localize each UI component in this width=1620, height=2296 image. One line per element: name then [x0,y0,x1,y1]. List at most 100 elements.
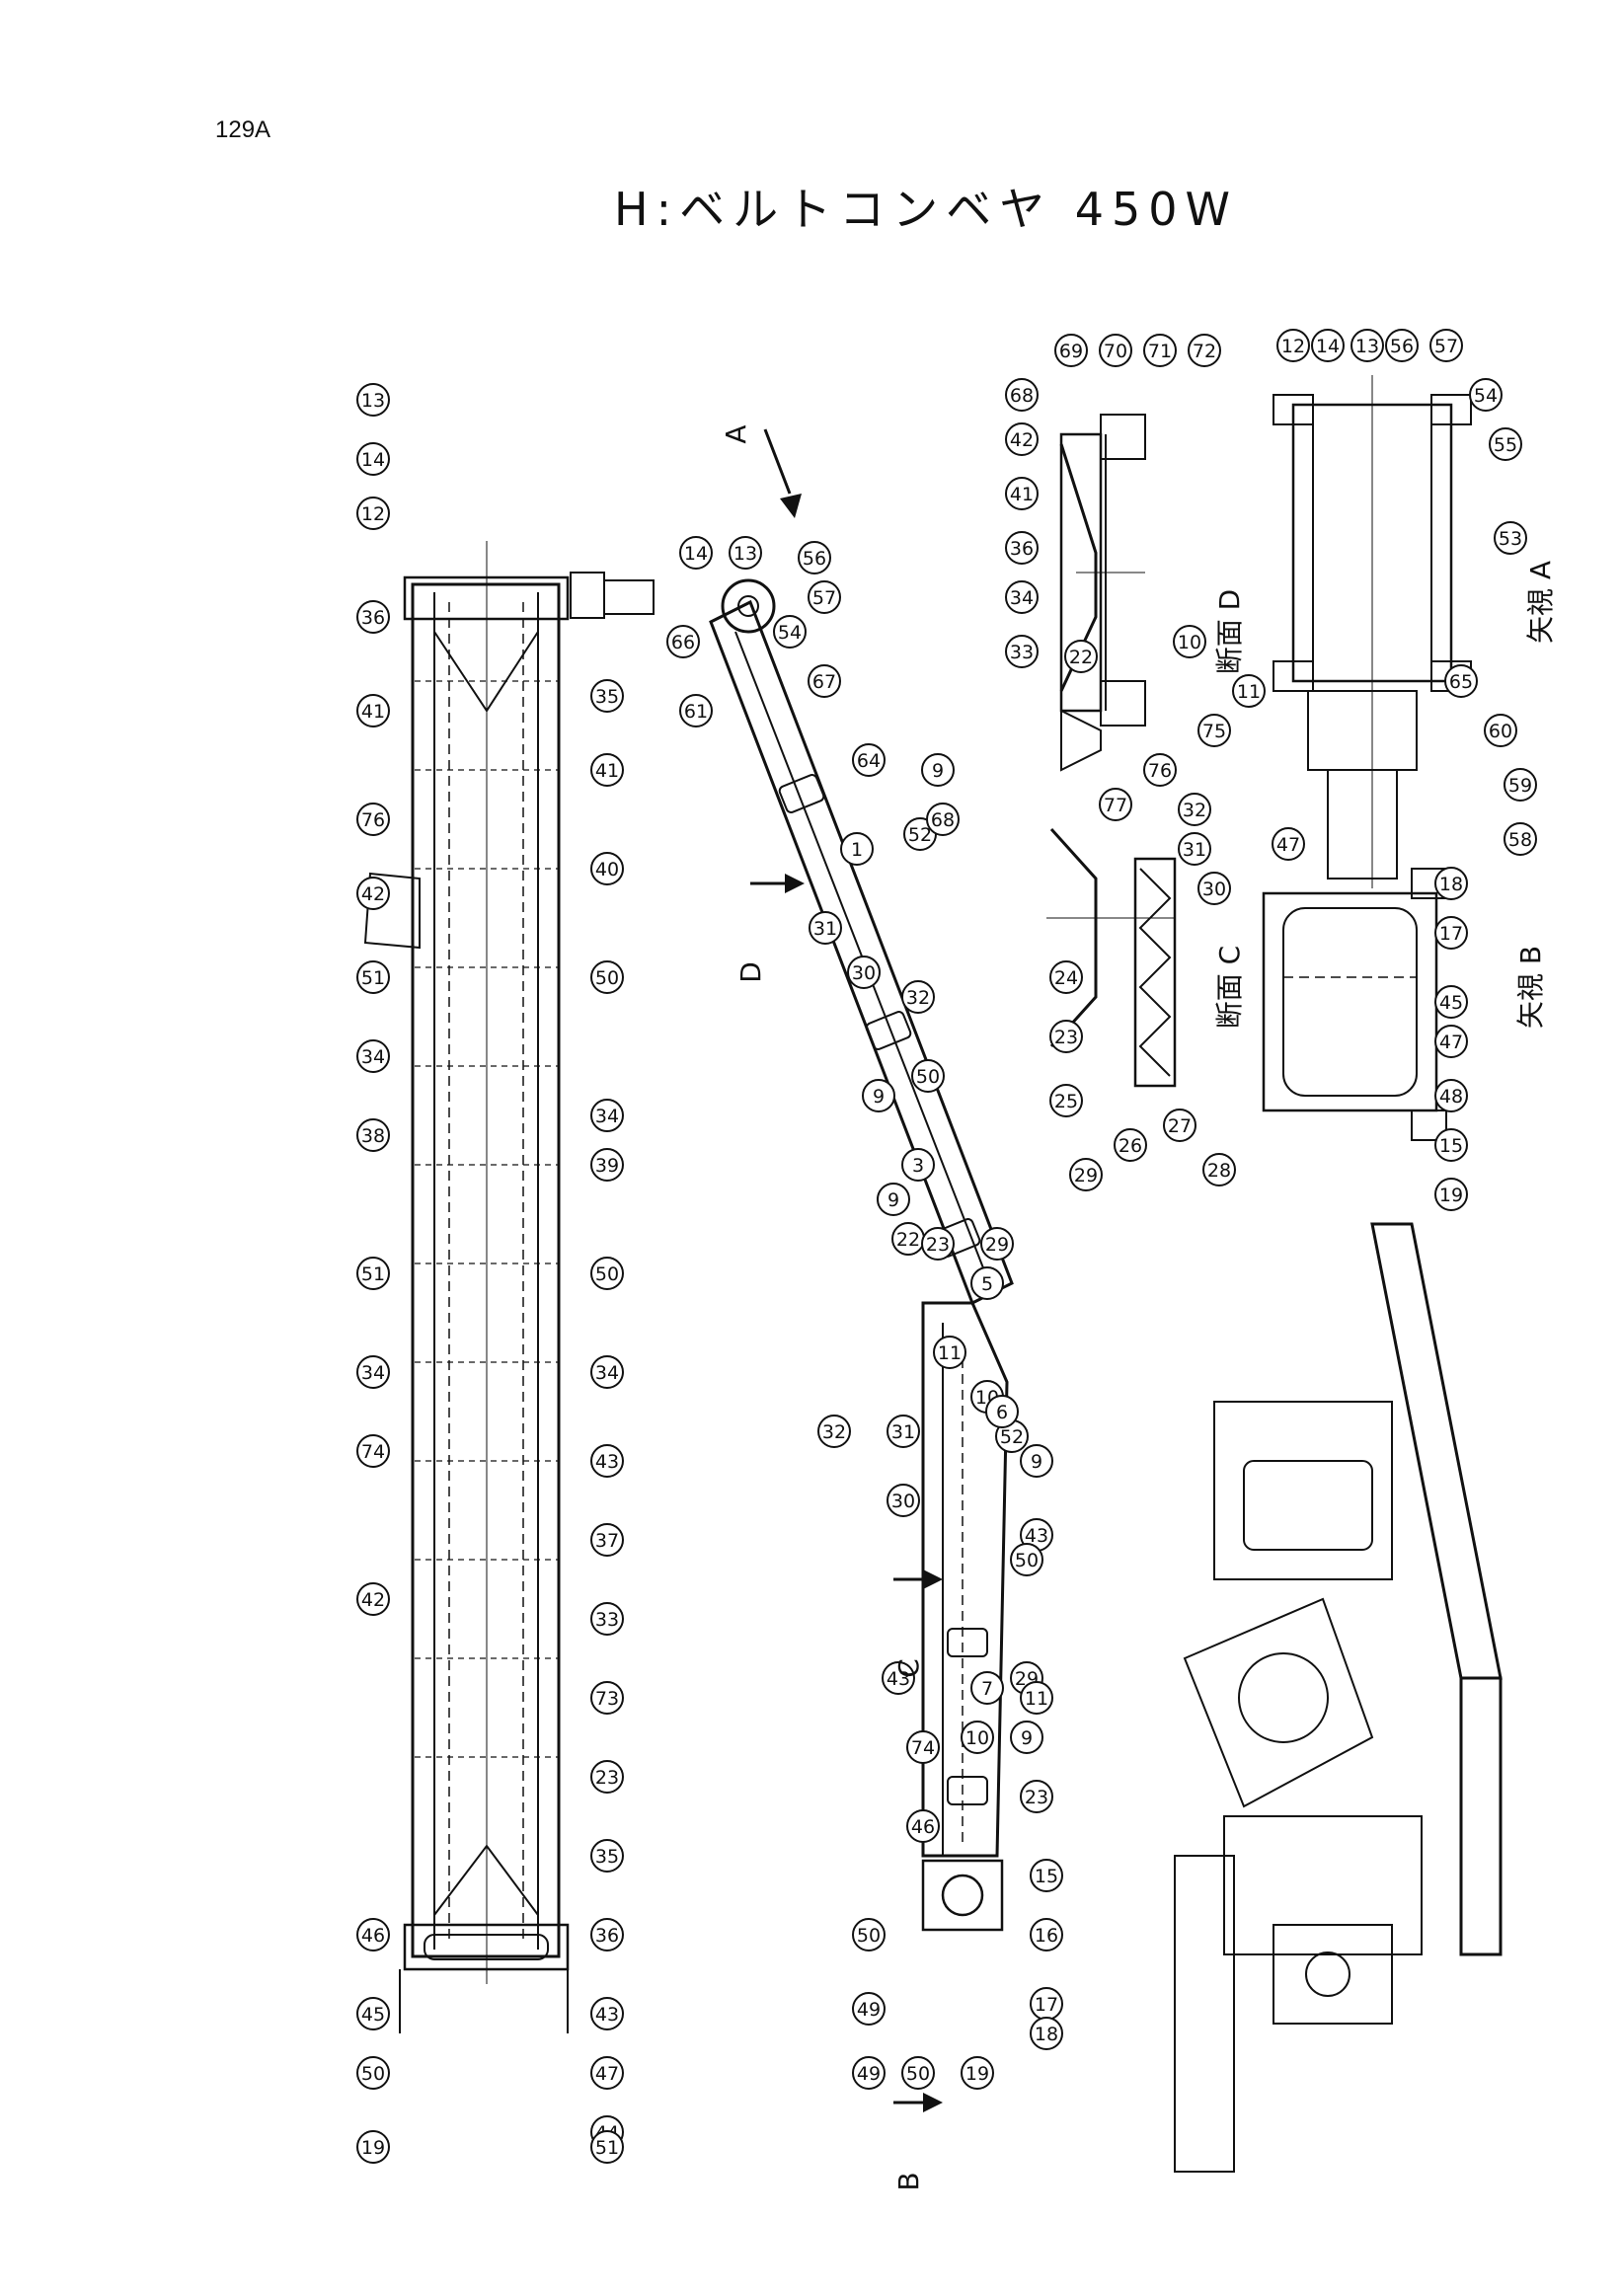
view-label-section-c: 断面 C [1213,946,1246,1029]
callout-number: 31 [891,1421,915,1443]
callout-side_view-15: 32 [901,980,935,1014]
callout-plan_view_right-8: 43 [590,1444,624,1478]
callout-number: 41 [1010,484,1034,505]
callout-number: 19 [361,2137,385,2159]
callout-side_view-18: 3 [901,1148,935,1182]
callout-number: 56 [803,548,826,570]
callout-side_view-46: 49 [852,1992,886,2026]
callout-number: 24 [1054,967,1078,989]
callout-number: 16 [1035,1925,1058,1947]
callout-number: 50 [857,1925,881,1947]
callout-side_view-1: 13 [729,536,762,570]
callout-section_d-15: 77 [1099,788,1132,821]
callout-side_view-17: 9 [862,1079,895,1112]
callout-number: 18 [1035,2024,1058,2045]
callout-number: 17 [1439,923,1463,945]
callout-number: 43 [887,1668,910,1690]
callout-side_view-47: 17 [1030,1987,1063,2021]
callout-number: 77 [1104,795,1127,816]
callout-number: 13 [361,390,385,412]
callout-number: 43 [595,1451,619,1473]
callout-side_view-27: 30 [887,1484,920,1517]
callout-section_d-3: 72 [1188,334,1221,367]
callout-arrow_view_a-5: 54 [1469,378,1503,412]
callout-section_c-2: 30 [1197,872,1231,905]
callout-number: 69 [1059,341,1083,362]
callout-section_d-2: 71 [1143,334,1177,367]
callout-side_view-3: 66 [666,625,700,658]
callout-section_c-0: 32 [1178,793,1211,826]
callout-number: 35 [595,1846,619,1868]
plan-view [363,541,655,2033]
callout-number: 51 [361,1263,385,1285]
callout-section_c-8: 27 [1163,1109,1196,1142]
callout-side_view-19: 22 [891,1222,925,1256]
callout-side_view-14: 30 [847,956,881,989]
callout-number: 13 [1355,336,1379,357]
callout-side_view-50: 49 [852,2056,886,2090]
callout-number: 38 [361,1125,385,1147]
callout-arrow_view_b-3: 45 [1434,985,1468,1019]
callout-plan_view_left-9: 38 [356,1118,390,1152]
page-title: H:ベルトコンベヤ 450W [614,183,1238,236]
callout-plan_view_left-16: 50 [356,2056,390,2090]
callout-arrow_view_a-9: 60 [1484,714,1517,747]
callout-plan_view_left-15: 45 [356,1997,390,2030]
callout-side_view-20: 9 [877,1183,910,1216]
callout-number: 74 [361,1441,385,1463]
callout-section_d-8: 34 [1005,580,1039,614]
callout-number: 57 [812,587,836,609]
machine-sketch [1174,1222,1503,2173]
callout-number: 34 [361,1046,385,1068]
callout-section_d-12: 11 [1232,674,1266,708]
callout-side_view-26: 31 [887,1415,920,1448]
callout-plan_view_right-9: 37 [590,1523,624,1557]
callout-side_view-41: 74 [906,1730,940,1764]
callout-number: 11 [1237,681,1261,703]
callout-number: 50 [361,2063,385,2085]
callout-plan_view_left-17: 19 [356,2130,390,2164]
callout-side_view-32: 50 [1010,1543,1043,1576]
callout-number: 52 [1000,1426,1024,1448]
callout-number: 53 [1499,528,1522,550]
callout-number: 73 [595,1688,619,1710]
callout-number: 12 [361,503,385,525]
callout-number: 9 [1021,1727,1033,1749]
callout-number: 32 [1183,800,1206,821]
callout-number: 33 [1010,642,1034,663]
callout-number: 47 [1439,1032,1463,1053]
callout-plan_view_left-8: 34 [356,1039,390,1073]
callout-number: 50 [916,1066,940,1088]
callout-side_view-49: 50 [901,2056,935,2090]
callout-arrow_view_a-6: 55 [1489,427,1522,461]
callout-number: 19 [1439,1185,1463,1206]
callout-number: 55 [1494,434,1517,456]
callout-number: 30 [891,1491,915,1512]
callout-number: 76 [1148,760,1172,782]
callout-section_c-1: 31 [1178,832,1211,866]
callout-number: 10 [1178,632,1201,653]
callout-side_view-39: 10 [961,1721,994,1754]
view-label-section-d: 断面 D [1213,589,1246,674]
callout-plan_view_right-10: 33 [590,1602,624,1636]
callout-arrow_view_a-1: 14 [1311,329,1345,362]
callout-number: 36 [595,1925,619,1947]
callout-number: 50 [1015,1550,1039,1571]
callout-plan_view_left-6: 42 [356,877,390,910]
callout-section_d-1: 70 [1099,334,1132,367]
callout-arrow_view_a-11: 58 [1504,822,1537,856]
callout-plan_view_right-3: 50 [590,960,624,994]
callout-number: 66 [671,632,695,653]
callout-number: 60 [1489,721,1512,742]
callout-number: 46 [361,1925,385,1947]
callout-section_d-11: 10 [1173,625,1206,658]
callout-number: 9 [873,1086,885,1108]
callout-number: 29 [985,1234,1009,1256]
callout-number: 41 [361,701,385,723]
arrow-view-b [1262,868,1447,1141]
callout-number: 57 [1434,336,1458,357]
section-d [1059,414,1146,772]
callout-side_view-5: 54 [773,615,807,649]
callout-arrow_view_b-7: 19 [1434,1178,1468,1211]
callout-number: 19 [965,2063,989,2085]
